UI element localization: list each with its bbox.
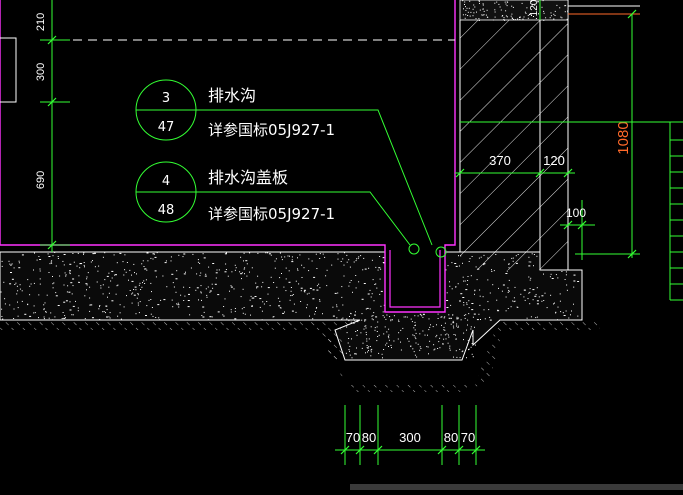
dim-bottom-70-left: 70 [346, 430, 360, 445]
viewport-bottom-bar [350, 484, 683, 490]
callout-cover-number: 4 [162, 174, 170, 189]
bottom-dimension-chain: 70 80 300 80 70 [335, 405, 485, 465]
left-opening-outline [0, 37, 17, 103]
earth-hatch [0, 320, 600, 392]
dim-overall-1080: 1080 [615, 121, 632, 154]
dim-top-120: 120 [529, 0, 540, 16]
callout-drain-ref: 详参国标05J927-1 [208, 121, 335, 139]
dim-wall-370: 370 [489, 153, 511, 168]
callout-cover-ref: 详参国标05J927-1 [208, 205, 335, 223]
dim-ledge-100: 100 [566, 206, 586, 220]
right-dimension-group: 120 1080 370 120 100 [455, 0, 683, 301]
left-dimension-chain: 210 300 690 [35, 0, 70, 252]
coping-speckles [462, 0, 569, 21]
callout-cover-title: 排水沟盖板 [208, 168, 288, 187]
dim-left-210: 210 [35, 13, 47, 31]
room-outline [0, 0, 456, 313]
dim-bottom-300: 300 [399, 430, 421, 445]
dim-bottom-70-right: 70 [461, 430, 475, 445]
dim-left-300: 300 [35, 63, 47, 81]
callout-drain-number: 3 [162, 91, 170, 106]
callout-drain[interactable]: 3 47 排水沟 详参国标05J927-1 [135, 79, 447, 258]
dim-wall-120: 120 [543, 153, 565, 168]
callout-drain-sheet: 47 [158, 120, 175, 135]
dim-left-690: 690 [35, 171, 47, 189]
wall-section [459, 0, 582, 271]
callout-drain-title: 排水沟 [208, 86, 256, 105]
dim-bottom-80-right: 80 [444, 430, 458, 445]
callout-cover-sheet: 48 [158, 203, 175, 218]
callout-drain-cover[interactable]: 4 48 排水沟盖板 详参国标05J927-1 [135, 161, 420, 255]
dim-bottom-80-left: 80 [362, 430, 376, 445]
